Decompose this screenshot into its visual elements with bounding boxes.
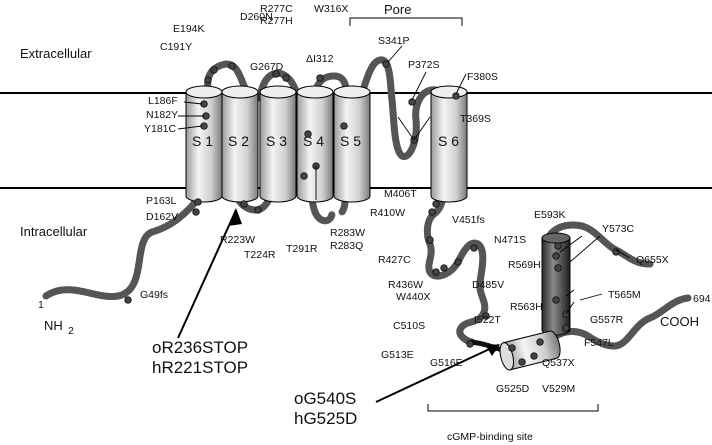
mutation-label: V451fs (452, 214, 485, 226)
mutation-label: R427C (378, 254, 411, 266)
cgmp-bracket (427, 404, 599, 412)
mutation-label: Q537X (542, 357, 575, 369)
callout-or236stop: oR236STOP (152, 338, 248, 357)
mutation-label: G525D (496, 383, 530, 395)
mutation-label: G513E (381, 349, 414, 361)
mutation-label: R277C (260, 3, 293, 15)
segment-label-s3: S 3 (266, 133, 287, 149)
mutation-label: S341P (378, 35, 410, 47)
mutation-label: R223W (220, 234, 255, 246)
cgmp-binding-site-label: cGMP-binding site (447, 431, 533, 443)
n-terminus-subscript: 2 (68, 325, 74, 337)
callout-arrows (177, 208, 500, 403)
mutation-label: F380S (467, 71, 498, 83)
mutation-label: T369S (460, 113, 491, 125)
mutation-label: I522T (474, 314, 501, 326)
mutation-label: G557R (590, 314, 624, 326)
mutation-label: T224R (244, 249, 276, 261)
mutation-label: N182Y (146, 109, 178, 121)
mutation-label: R283Q (330, 240, 363, 252)
segment-label-s1: S 1 (192, 133, 213, 149)
n-terminus-label: NH (44, 318, 63, 333)
mutation-label: Y573C (602, 223, 635, 235)
leader-lines (177, 45, 631, 315)
mutation-label: M406T (384, 188, 417, 200)
n-terminus-number: 1 (38, 299, 44, 311)
mutation-label: D260N (240, 11, 273, 23)
mutation-label: ΔI312 (306, 53, 334, 65)
segment-label-s6: S 6 (438, 133, 459, 149)
c-terminus-label: COOH (660, 314, 699, 329)
mutation-label: R277H (260, 15, 293, 27)
mutation-dots (124, 60, 620, 366)
mutation-label: G516E (430, 357, 463, 369)
mutation-label: W316X (314, 3, 348, 15)
mutation-label: W440X (396, 291, 430, 303)
mutation-label: R569H (508, 259, 541, 271)
pore-label: Pore (384, 2, 411, 17)
mutation-label: V529M (542, 383, 575, 395)
mutation-label: D485V (472, 279, 504, 291)
mutation-label: T291R (286, 243, 318, 255)
pore-bracket (349, 17, 463, 26)
mutation-label: P163L (146, 195, 177, 207)
segment-label-s5: S 5 (340, 133, 361, 149)
mutation-label: G49fs (140, 289, 168, 301)
helix-s6: S 6 (430, 85, 468, 203)
mutation-label: N471S (494, 234, 526, 246)
mutation-label: R283W (330, 227, 365, 239)
mutation-label: L186F (148, 95, 178, 107)
mutation-label: Q655X (636, 254, 669, 266)
helix-s2: S 2 (221, 85, 259, 203)
helix-s4: S 4 (296, 85, 334, 203)
mutation-label: E593K (534, 209, 566, 221)
mutation-label: R410W (370, 207, 405, 219)
mutation-label: P372S (408, 59, 440, 71)
intracellular-label: Intracellular (20, 224, 88, 239)
mutation-label: R563H (510, 301, 543, 313)
mutation-labels: E194K D260N R277C R277H W316X S341P C191… (140, 3, 669, 395)
callout-hr221stop: hR221STOP (152, 358, 248, 377)
segment-label-s2: S 2 (228, 133, 249, 149)
mutation-label: D162V (146, 211, 178, 223)
mutation-label: T565M (608, 289, 641, 301)
mutation-label: C191Y (160, 41, 192, 53)
mutation-label: C510S (393, 320, 425, 332)
helix-s3: S 3 (259, 85, 297, 203)
mutation-label: G267D (250, 61, 284, 73)
callout-og540s: oG540S (294, 389, 356, 408)
mutation-label: R436W (388, 279, 423, 291)
callout-hg525d: hG525D (294, 409, 357, 428)
extracellular-label: Extracellular (20, 46, 92, 61)
c-terminus-number: 694 (693, 293, 711, 305)
mutation-label: E194K (173, 23, 205, 35)
cgmp-helix-horizontal (499, 330, 561, 371)
helix-s5: S 5 (333, 85, 371, 203)
mutation-label: F547L (584, 337, 614, 349)
mutation-label: Y181C (144, 123, 177, 135)
